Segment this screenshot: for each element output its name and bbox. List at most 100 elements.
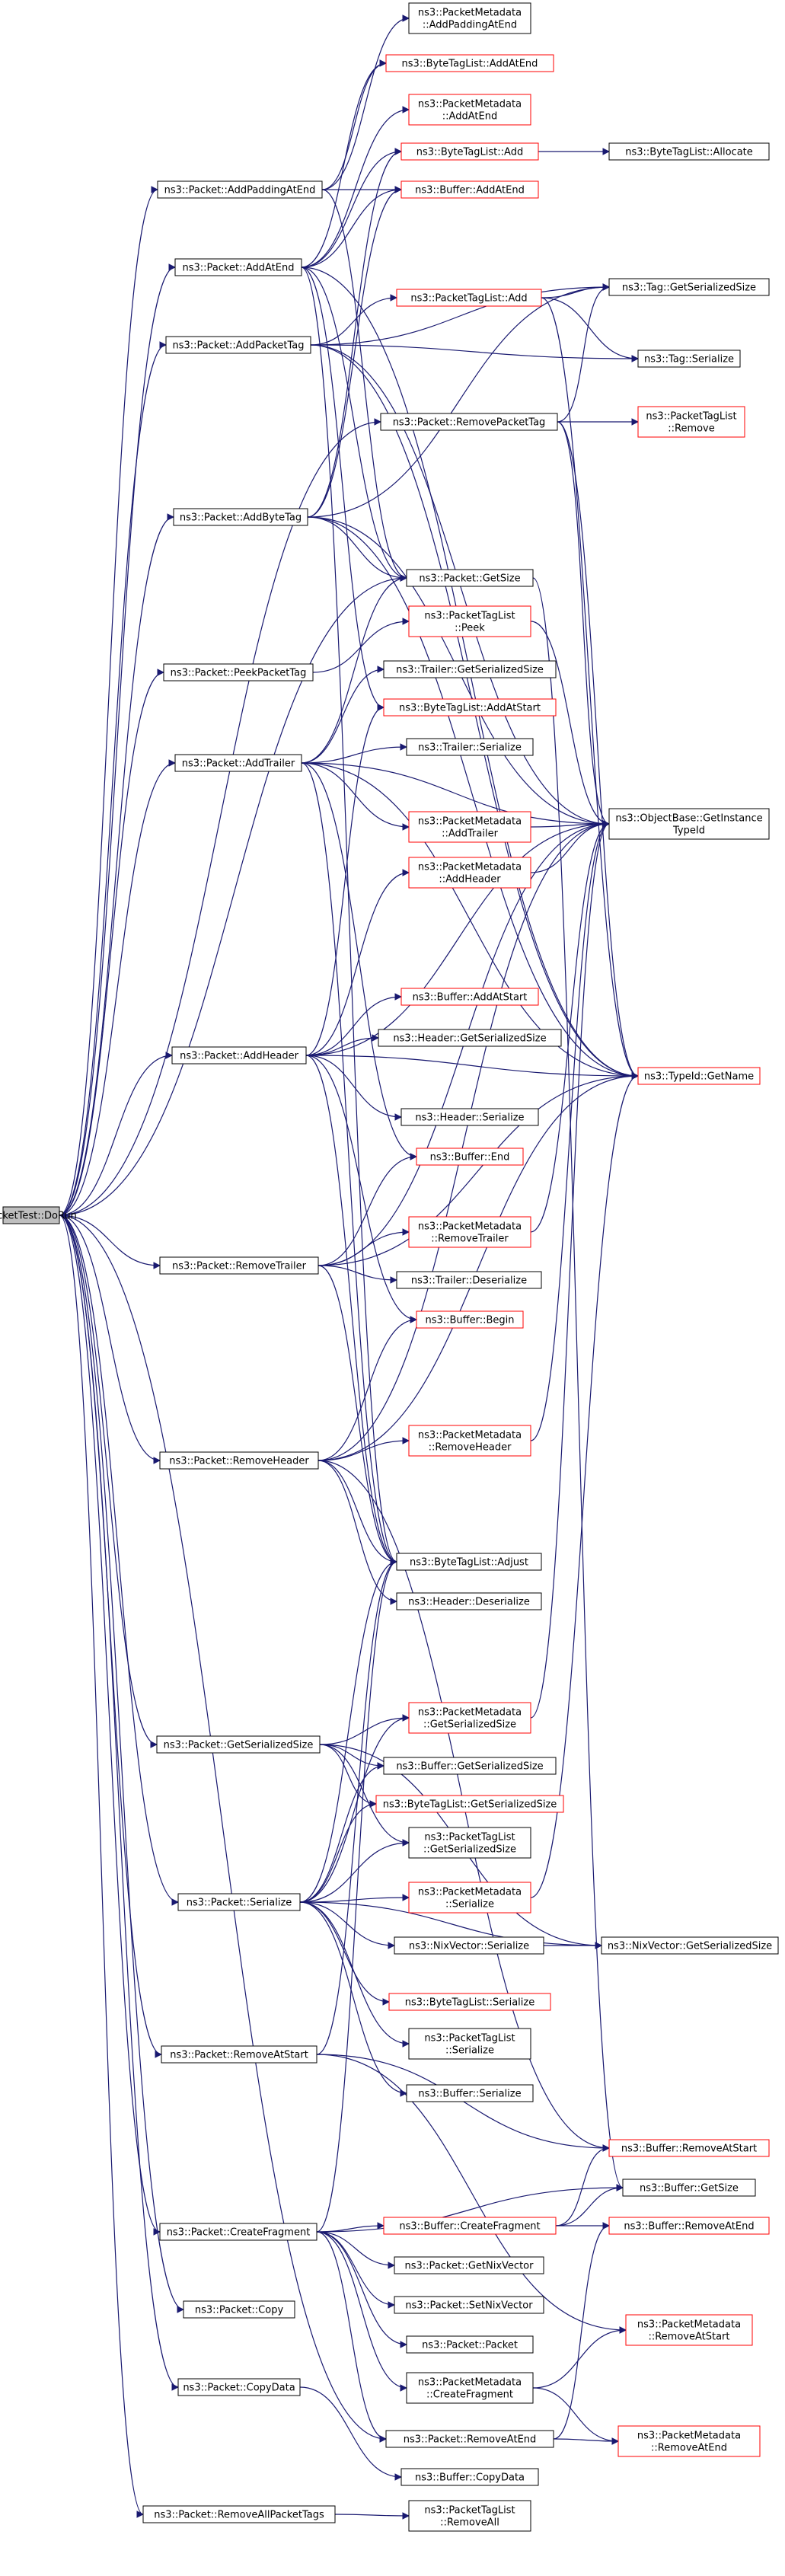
edge-ptl-add-to-type-id-get-name: [541, 297, 639, 1080]
node-remove-at-start[interactable]: ns3::Packet::RemoveAtStart: [161, 2045, 318, 2064]
node-root[interactable]: PacketTest::DoRun: [0, 1206, 77, 1224]
node-header-serialize[interactable]: ns3::Header::Serialize: [400, 1108, 539, 1126]
node-pm-remove-trailer[interactable]: ns3::PacketMetadata::RemoveTrailer: [408, 1216, 531, 1248]
edge-add-header-to-pm-add-header: [305, 869, 410, 1056]
node-add-byte-tag[interactable]: ns3::Packet::AddByteTag: [173, 508, 308, 526]
node-add-trailer[interactable]: ns3::Packet::AddTrailer: [174, 754, 302, 772]
node-pm-remove-at-end[interactable]: ns3::PacketMetadata::RemoveAtEnd: [617, 2425, 761, 2457]
node-buf-remove-at-start[interactable]: ns3::Buffer::RemoveAtStart: [608, 2139, 770, 2157]
node-create-fragment[interactable]: ns3::Packet::CreateFragment: [159, 2223, 318, 2241]
node-pm-remove-at-start[interactable]: ns3::PacketMetadata::RemoveAtStart: [625, 2314, 753, 2346]
node-trailer-deserialize[interactable]: ns3::Trailer::Deserialize: [396, 1271, 542, 1289]
node-pm-serialize[interactable]: ns3::PacketMetadata::Serialize: [408, 1882, 531, 1914]
node-tag-get-serialized-size[interactable]: ns3::Tag::GetSerializedSize: [608, 278, 770, 296]
node-box: [406, 2335, 534, 2354]
node-buf-begin[interactable]: ns3::Buffer::Begin: [416, 1310, 524, 1329]
node-buf-create-fragment[interactable]: ns3::Buffer::CreateFragment: [383, 2217, 557, 2235]
node-btl-adjust[interactable]: ns3::ByteTagList::Adjust: [396, 1553, 542, 1571]
node-btl-allocate[interactable]: ns3::ByteTagList::Allocate: [608, 142, 770, 161]
node-pm-add-padding-at-end[interactable]: ns3::PacketMetadata::AddPaddingAtEnd: [408, 2, 531, 34]
edge-add-header-to-get-instance-type-id: [305, 820, 610, 1056]
node-remove-header[interactable]: ns3::Packet::RemoveHeader: [159, 1451, 319, 1470]
node-ptl-serialize[interactable]: ns3::PacketTagList::Serialize: [408, 2028, 531, 2060]
node-label: ns3::Packet::AddTrailer: [182, 758, 295, 770]
edge-add-packet-tag-to-tag-serialize: [310, 344, 639, 362]
node-ptl-add[interactable]: ns3::PacketTagList::Add: [396, 289, 542, 307]
node-ptl-remove[interactable]: ns3::PacketTagList::Remove: [637, 406, 745, 438]
node-label: ns3::PacketMetadata: [418, 1707, 522, 1719]
node-nv-get-serialized-size[interactable]: ns3::NixVector::GetSerializedSize: [601, 1936, 779, 1955]
node-buf-copy-data[interactable]: ns3::Buffer::CopyData: [400, 2468, 539, 2486]
node-nv-serialize[interactable]: ns3::NixVector::Serialize: [394, 1936, 544, 1955]
node-ptl-peek[interactable]: ns3::PacketTagList::Peek: [408, 605, 531, 637]
node-trailer-serialize[interactable]: ns3::Trailer::Serialize: [406, 738, 534, 756]
node-box: [406, 2372, 534, 2404]
node-type-id-get-name[interactable]: ns3::TypeId::GetName: [637, 1067, 761, 1085]
node-get-size[interactable]: ns3::Packet::GetSize: [406, 569, 534, 587]
node-trailer-get-serialized-size[interactable]: ns3::Trailer::GetSerializedSize: [383, 660, 557, 678]
node-buf-remove-at-end[interactable]: ns3::Buffer::RemoveAtEnd: [608, 2217, 770, 2235]
node-packet-remove-at-end[interactable]: ns3::Packet::RemoveAtEnd: [385, 2430, 554, 2448]
node-buf-add-at-end[interactable]: ns3::Buffer::AddAtEnd: [400, 180, 539, 199]
node-remove-trailer[interactable]: ns3::Packet::RemoveTrailer: [159, 1256, 319, 1275]
node-pm-remove-header[interactable]: ns3::PacketMetadata::RemoveHeader: [408, 1425, 531, 1457]
node-pm-add-header[interactable]: ns3::PacketMetadata::AddHeader: [408, 857, 531, 889]
node-label: ns3::PacketMetadata: [418, 1221, 522, 1233]
edge-serialize-to-buf-serialize: [299, 1901, 407, 2097]
node-box: [400, 142, 539, 161]
node-add-packet-tag[interactable]: ns3::Packet::AddPacketTag: [165, 336, 311, 354]
node-label: ns3::Packet::RemoveAllPacketTags: [154, 2510, 324, 2521]
node-label: ns3::Buffer::GetSerializedSize: [396, 1761, 543, 1773]
node-label: ns3::PacketMetadata: [418, 1887, 522, 1898]
edge-add-header-to-btl-adjust: [305, 1055, 397, 1566]
edge-create-fragment-to-get-nix-vector: [316, 2231, 395, 2269]
node-box: [171, 1046, 307, 1065]
node-copy[interactable]: ns3::Packet::Copy: [183, 2300, 295, 2319]
node-remove-all-packet-tags[interactable]: ns3::Packet::RemoveAllPacketTags: [142, 2505, 336, 2523]
node-set-nix-vector[interactable]: ns3::Packet::SetNixVector: [394, 2296, 544, 2314]
edge-add-byte-tag-to-tag-get-serialized-size: [307, 283, 610, 518]
node-packet-packet[interactable]: ns3::Packet::Packet: [406, 2335, 534, 2354]
node-btl-get-serialized-size[interactable]: ns3::ByteTagList::GetSerializedSize: [375, 1795, 564, 1813]
edge-remove-trailer-to-type-id-get-name: [318, 1072, 639, 1266]
node-ptl-get-serialized-size[interactable]: ns3::PacketTagList::GetSerializedSize: [408, 1827, 531, 1859]
node-peek-packet-tag[interactable]: ns3::Packet::PeekPacketTag: [163, 663, 314, 682]
node-pm-add-trailer[interactable]: ns3::PacketMetadata::AddTrailer: [408, 811, 531, 843]
node-serialize[interactable]: ns3::Packet::Serialize: [177, 1893, 301, 1911]
node-pm-get-serialized-size[interactable]: ns3::PacketMetadata::GetSerializedSize: [408, 1702, 531, 1734]
node-btl-add[interactable]: ns3::ByteTagList::Add: [400, 142, 539, 161]
node-header-deserialize[interactable]: ns3::Header::Deserialize: [396, 1592, 542, 1610]
edge-remove-header-to-header-deserialize: [318, 1460, 397, 1605]
node-header-get-serialized-size[interactable]: ns3::Header::GetSerializedSize: [378, 1029, 562, 1047]
node-box: [383, 698, 557, 717]
edge-add-at-end-to-btl-adjust: [301, 267, 397, 1566]
node-box: [408, 1425, 531, 1457]
node-btl-serialize[interactable]: ns3::ByteTagList::Serialize: [388, 1993, 551, 2011]
node-remove-packet-tag[interactable]: ns3::Packet::RemovePacketTag: [380, 413, 558, 431]
node-buf-add-at-start[interactable]: ns3::Buffer::AddAtStart: [400, 988, 539, 1006]
node-tag-serialize[interactable]: ns3::Tag::Serialize: [637, 350, 741, 368]
edge-get-serialized-size-to-pm-get-serialized-size: [319, 1714, 410, 1745]
edge-pm-remove-header-to-get-instance-type-id: [530, 820, 610, 1441]
node-label: ::AddTrailer: [442, 828, 498, 840]
node-label: ns3::Packet::GetNixVector: [405, 2261, 535, 2272]
edge-add-padding-at-end-to-pm-add-padding-at-end: [321, 14, 410, 190]
edge-root-to-copy-data: [59, 1215, 179, 2391]
node-copy-data[interactable]: ns3::Packet::CopyData: [177, 2378, 301, 2396]
node-add-padding-at-end[interactable]: ns3::Packet::AddPaddingAtEnd: [157, 180, 323, 199]
node-btl-add-at-start[interactable]: ns3::ByteTagList::AddAtStart: [383, 698, 557, 717]
node-get-serialized-size[interactable]: ns3::Packet::GetSerializedSize: [156, 1735, 321, 1754]
node-btl-add-at-end[interactable]: ns3::ByteTagList::AddAtEnd: [385, 54, 554, 72]
node-buf-end[interactable]: ns3::Buffer::End: [416, 1148, 524, 1166]
node-add-at-end[interactable]: ns3::Packet::AddAtEnd: [174, 258, 302, 276]
node-pm-create-fragment[interactable]: ns3::PacketMetadata::CreateFragment: [406, 2372, 534, 2404]
node-get-nix-vector[interactable]: ns3::Packet::GetNixVector: [394, 2256, 544, 2274]
node-buf-get-serialized-size[interactable]: ns3::Buffer::GetSerializedSize: [383, 1757, 557, 1775]
node-ptl-remove-all[interactable]: ns3::PacketTagList::RemoveAll: [408, 2500, 531, 2532]
edge-remove-header-to-btl-adjust: [318, 1460, 397, 1566]
node-buf-serialize[interactable]: ns3::Buffer::Serialize: [406, 2084, 534, 2102]
node-pm-add-at-end[interactable]: ns3::PacketMetadata::AddAtEnd: [408, 94, 531, 126]
node-add-header[interactable]: ns3::Packet::AddHeader: [171, 1046, 307, 1065]
node-buf-get-size[interactable]: ns3::Buffer::GetSize: [622, 2179, 756, 2197]
